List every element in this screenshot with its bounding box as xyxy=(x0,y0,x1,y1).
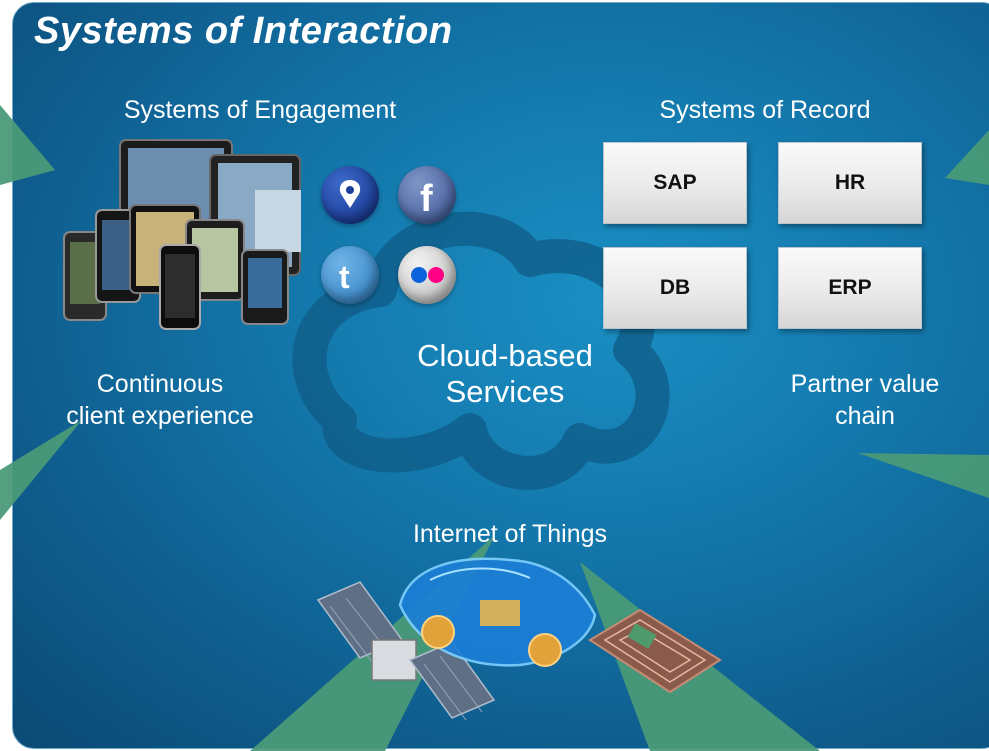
cloud-services-line1: Cloud-based xyxy=(417,338,593,373)
twitter-icon: t xyxy=(321,246,379,304)
cloud-services-label: Cloud-based Services xyxy=(380,338,630,410)
engagement-heading: Systems of Engagement xyxy=(123,96,397,124)
erp-box: ERP xyxy=(778,247,922,329)
rfid-chip-icon xyxy=(588,608,722,694)
flickr-icon xyxy=(398,246,456,304)
sap-box: SAP xyxy=(603,142,747,224)
svg-text:f: f xyxy=(420,178,433,220)
map-pin-icon xyxy=(321,166,379,224)
facebook-icon: f xyxy=(398,166,456,224)
beam-right-middle xyxy=(858,453,989,498)
beam-left-bottom xyxy=(0,420,82,520)
beam-right-top xyxy=(945,130,989,185)
cloud-services-line2: Services xyxy=(445,374,565,409)
engagement-description-line1: Continuous xyxy=(96,370,224,398)
iot-heading: Internet of Things xyxy=(412,520,608,548)
record-description: Partner value chain xyxy=(745,368,985,432)
record-heading: Systems of Record xyxy=(659,96,871,124)
car-wireframe-icon xyxy=(398,557,597,667)
hr-box: HR xyxy=(778,142,922,224)
engagement-description: Continuous client experience xyxy=(30,368,290,432)
engagement-description-line2: client experience xyxy=(66,402,254,430)
beam-left-top xyxy=(0,105,55,185)
record-description-line2: chain xyxy=(835,402,895,430)
record-description-line1: Partner value xyxy=(790,370,940,398)
db-box: DB xyxy=(603,247,747,329)
satellite-icon xyxy=(316,581,496,721)
page-title: Systems of Interaction xyxy=(34,10,453,52)
svg-text:t: t xyxy=(339,259,350,295)
